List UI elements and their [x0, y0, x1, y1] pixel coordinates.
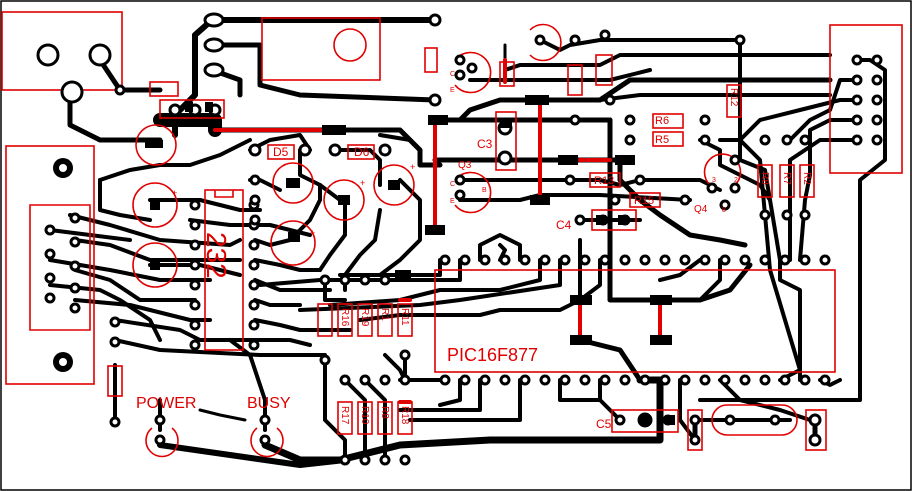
r19-label: R19	[359, 308, 370, 327]
r8b-label: R8	[379, 406, 390, 419]
pin-e-label: E	[450, 198, 455, 205]
q4-label: Q4	[694, 204, 708, 215]
r1x-label: R1	[379, 308, 390, 321]
silkscreen	[1, 11, 903, 458]
r15-label: R15	[634, 195, 654, 207]
pin-b-label: B	[482, 187, 487, 194]
r2-label: R2	[801, 172, 812, 185]
plus-mark-2: +	[310, 228, 315, 238]
pin-e2-label: E	[450, 87, 455, 94]
r8-label: R8	[759, 172, 770, 185]
r10-label: R10	[359, 406, 370, 425]
pic-bottom-pads	[439, 374, 831, 386]
pin-8-label: 8	[722, 207, 726, 214]
jumpers	[213, 58, 662, 404]
bar-pads	[145, 95, 675, 425]
pin-c2-label: C	[450, 71, 455, 78]
r6-label: R6	[655, 115, 669, 127]
d6-label: D6	[354, 145, 370, 159]
component-labels: PIC16F877 232 POWER BUSY C3 C4 C5 D5 D6 …	[136, 71, 812, 431]
mcu-label: PIC16F877	[447, 345, 538, 365]
plus-mark-1: +	[172, 188, 177, 198]
pads	[36, 12, 883, 466]
pin-2-label: 2	[734, 177, 738, 184]
c3-label: C3	[477, 137, 493, 151]
r12-label: R12	[728, 88, 739, 107]
plus-mark-4: +	[410, 162, 415, 172]
d5-label: D5	[273, 145, 289, 159]
r5-label: R5	[655, 134, 669, 146]
r16-label: R16	[339, 308, 350, 327]
q3-label: Q3	[458, 160, 472, 171]
r17-label: R17	[339, 406, 350, 425]
pin-3-label: 3	[712, 177, 716, 184]
pin-c-label: C	[450, 181, 455, 188]
power-led-label: POWER	[136, 395, 196, 412]
driver-label: 232	[201, 232, 232, 279]
pic-top-pads	[439, 254, 831, 266]
r11-label: R11	[399, 308, 410, 326]
r18-label: R18	[399, 406, 410, 425]
c4-label: C4	[556, 218, 572, 232]
c5-label: C5	[596, 417, 612, 431]
plus-mark-3: +	[360, 178, 365, 188]
r13-label: R13	[594, 175, 614, 187]
r7-label: R7	[781, 172, 792, 185]
busy-led-label: BUSY	[247, 395, 291, 412]
